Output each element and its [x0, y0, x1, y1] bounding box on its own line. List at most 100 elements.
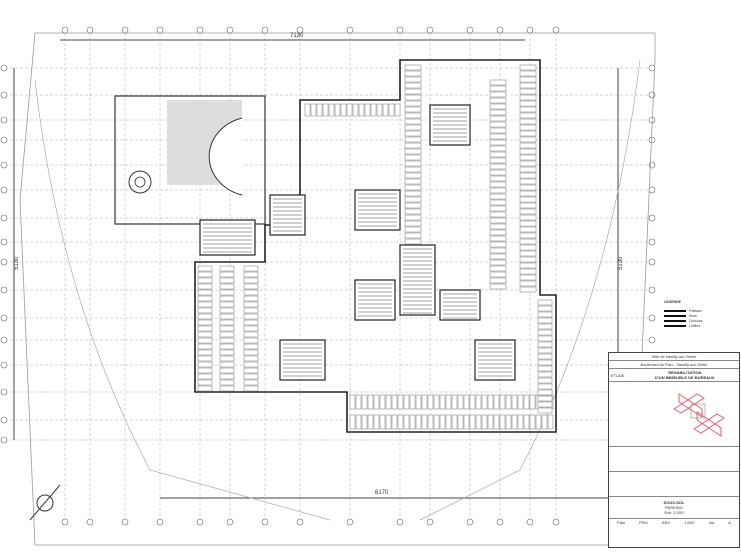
- parking-stall: [404, 82, 422, 89]
- grid-marker: [648, 258, 656, 266]
- parking-stall: [519, 280, 537, 287]
- parking-stall: [445, 414, 452, 430]
- parking-stall: [489, 139, 507, 146]
- parking-stall: [197, 379, 213, 386]
- parking-stall: [409, 394, 416, 410]
- parking-stall: [219, 289, 235, 296]
- parking-stall: [489, 85, 507, 92]
- parking-stall: [547, 414, 554, 430]
- parking-stall: [243, 283, 259, 290]
- parking-stall: [489, 133, 507, 140]
- parking-stall: [519, 238, 537, 245]
- parking-stall: [439, 394, 446, 410]
- parking-stall: [404, 112, 422, 119]
- stair-core: [439, 289, 481, 321]
- parking-stall: [489, 211, 507, 218]
- grid-marker: [156, 518, 164, 526]
- parking-stall: [382, 103, 389, 117]
- parking-stall: [197, 361, 213, 368]
- address: Boulevard du Parc - Neuilly-sur-Seine: [609, 361, 739, 369]
- parking-stall: [197, 265, 213, 272]
- parking-stall: [197, 271, 213, 278]
- dimension-bottom: 6170: [375, 490, 389, 496]
- parking-stall: [367, 394, 374, 410]
- parking-stall: [519, 244, 537, 251]
- parking-stall: [340, 103, 347, 117]
- parking-stall: [243, 331, 259, 338]
- parking-stall: [537, 341, 553, 348]
- parking-stall: [519, 100, 537, 107]
- parking-stall: [243, 337, 259, 344]
- parking-stall: [197, 319, 213, 326]
- parking-stall: [373, 394, 380, 410]
- parking-stall: [489, 91, 507, 98]
- parking-stall: [537, 305, 553, 312]
- parking-stall: [415, 414, 422, 430]
- parking-stall: [219, 277, 235, 284]
- stair-core: [199, 219, 256, 256]
- parking-stall: [197, 343, 213, 350]
- grid-marker: [0, 161, 8, 169]
- parking-stall: [197, 337, 213, 344]
- parking-stall: [519, 196, 537, 203]
- parking-stall: [489, 163, 507, 170]
- grid-marker: [526, 26, 534, 34]
- parking-stall: [219, 385, 235, 392]
- scale-note: Ech. 1/200: [664, 510, 684, 515]
- stair-core: [399, 244, 436, 316]
- parking-stall: [404, 148, 422, 155]
- parking-stall: [219, 283, 235, 290]
- parking-stall: [394, 103, 401, 117]
- curved-ramp: [208, 117, 243, 196]
- parking-stall: [385, 394, 392, 410]
- parking-stall: [519, 94, 537, 101]
- structural-grid: [0, 26, 656, 526]
- parking-stall: [463, 414, 470, 430]
- parking-stall: [489, 175, 507, 182]
- parking-stall: [197, 331, 213, 338]
- grid-marker: [0, 416, 8, 424]
- grid-marker: [426, 518, 434, 526]
- grid-marker: [196, 26, 204, 34]
- parking-stall: [489, 121, 507, 128]
- parking-stall: [219, 343, 235, 350]
- footer-row: Plan PRO ARC 1/200 Ind A: [609, 519, 739, 526]
- parking-stall: [519, 256, 537, 263]
- grid-marker: [261, 518, 269, 526]
- parking-stall: [519, 130, 537, 137]
- parking-stall: [519, 136, 537, 143]
- grid-marker: [0, 336, 8, 344]
- parking-stall: [379, 414, 386, 430]
- parking-stall: [541, 414, 548, 430]
- grid-marker: [86, 518, 94, 526]
- parking-stall: [415, 394, 422, 410]
- parking-stall: [197, 277, 213, 284]
- parking-stall: [219, 349, 235, 356]
- parking-stall: [519, 208, 537, 215]
- legend-item: Limites: [664, 323, 702, 328]
- parking-stall: [489, 145, 507, 152]
- parking-stall: [243, 295, 259, 302]
- parking-stall: [391, 394, 398, 410]
- parking-stall: [243, 367, 259, 374]
- parking-stall: [243, 379, 259, 386]
- parking-stall: [489, 277, 507, 284]
- parking-stall: [219, 337, 235, 344]
- legend-label: Cloisons: [689, 318, 703, 323]
- parking-stall: [519, 118, 537, 125]
- parking-stall: [537, 371, 553, 378]
- parking-stall: [517, 394, 524, 410]
- parking-stall: [243, 313, 259, 320]
- parking-stall: [397, 414, 404, 430]
- parking-stall: [316, 103, 323, 117]
- parking-stall: [404, 94, 422, 101]
- parking-stall: [519, 232, 537, 239]
- footer-cell: 1/200: [684, 520, 695, 525]
- parking-stall: [489, 115, 507, 122]
- parking-stall: [349, 414, 356, 430]
- legend-label: Limites: [689, 323, 701, 328]
- parking-stall: [537, 347, 553, 354]
- parking-stall: [523, 414, 530, 430]
- parking-stall: [519, 250, 537, 257]
- parking-stall: [361, 394, 368, 410]
